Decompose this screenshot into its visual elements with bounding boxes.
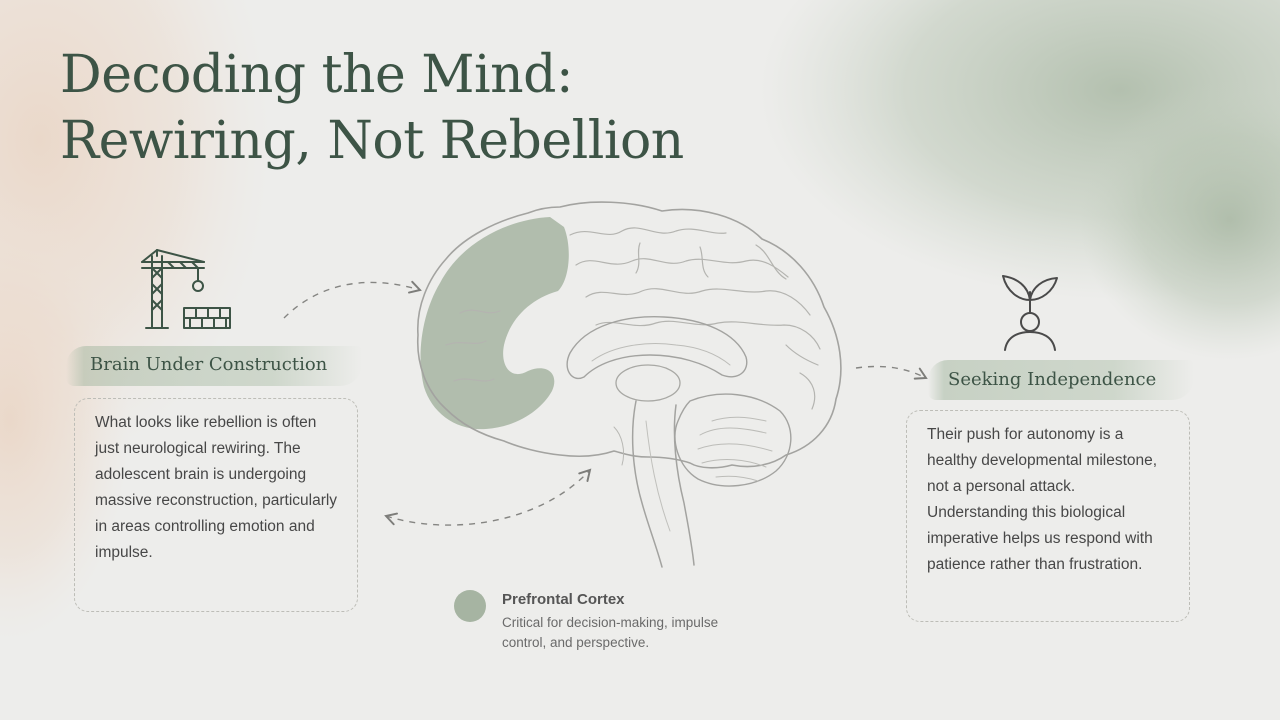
left-heading-ribbon — [66, 346, 362, 386]
arrow-crane-to-brain — [283, 280, 422, 319]
brain-illustration — [416, 201, 842, 568]
construction-crane-icon — [141, 249, 231, 329]
left-heading: Brain Under Construction — [90, 354, 328, 375]
legend-title: Prefrontal Cortex — [502, 591, 625, 608]
right-description-text: Their push for autonomy is a healthy dev… — [927, 426, 1158, 573]
arrow-brain-to-independence — [855, 365, 928, 380]
right-description-card: Their push for autonomy is a healthy dev… — [906, 410, 1190, 622]
sprouting-person-icon — [1002, 275, 1058, 351]
legend-color-swatch — [454, 590, 486, 622]
left-description-card: What looks like rebellion is often just … — [74, 398, 358, 612]
prefrontal-cortex-highlight — [420, 217, 569, 430]
title-line-1: Decoding the Mind: — [60, 45, 573, 105]
slide-title: Decoding the Mind: Rewiring, Not Rebelli… — [60, 42, 684, 174]
arrow-brain-to-left-card — [384, 468, 592, 526]
left-description-text: What looks like rebellion is often just … — [95, 414, 338, 561]
title-line-2: Rewiring, Not Rebellion — [60, 111, 684, 171]
right-heading: Seeking Independence — [948, 369, 1157, 390]
legend-description: Critical for decision-making, impulse co… — [502, 615, 719, 650]
right-heading-ribbon — [928, 360, 1194, 400]
